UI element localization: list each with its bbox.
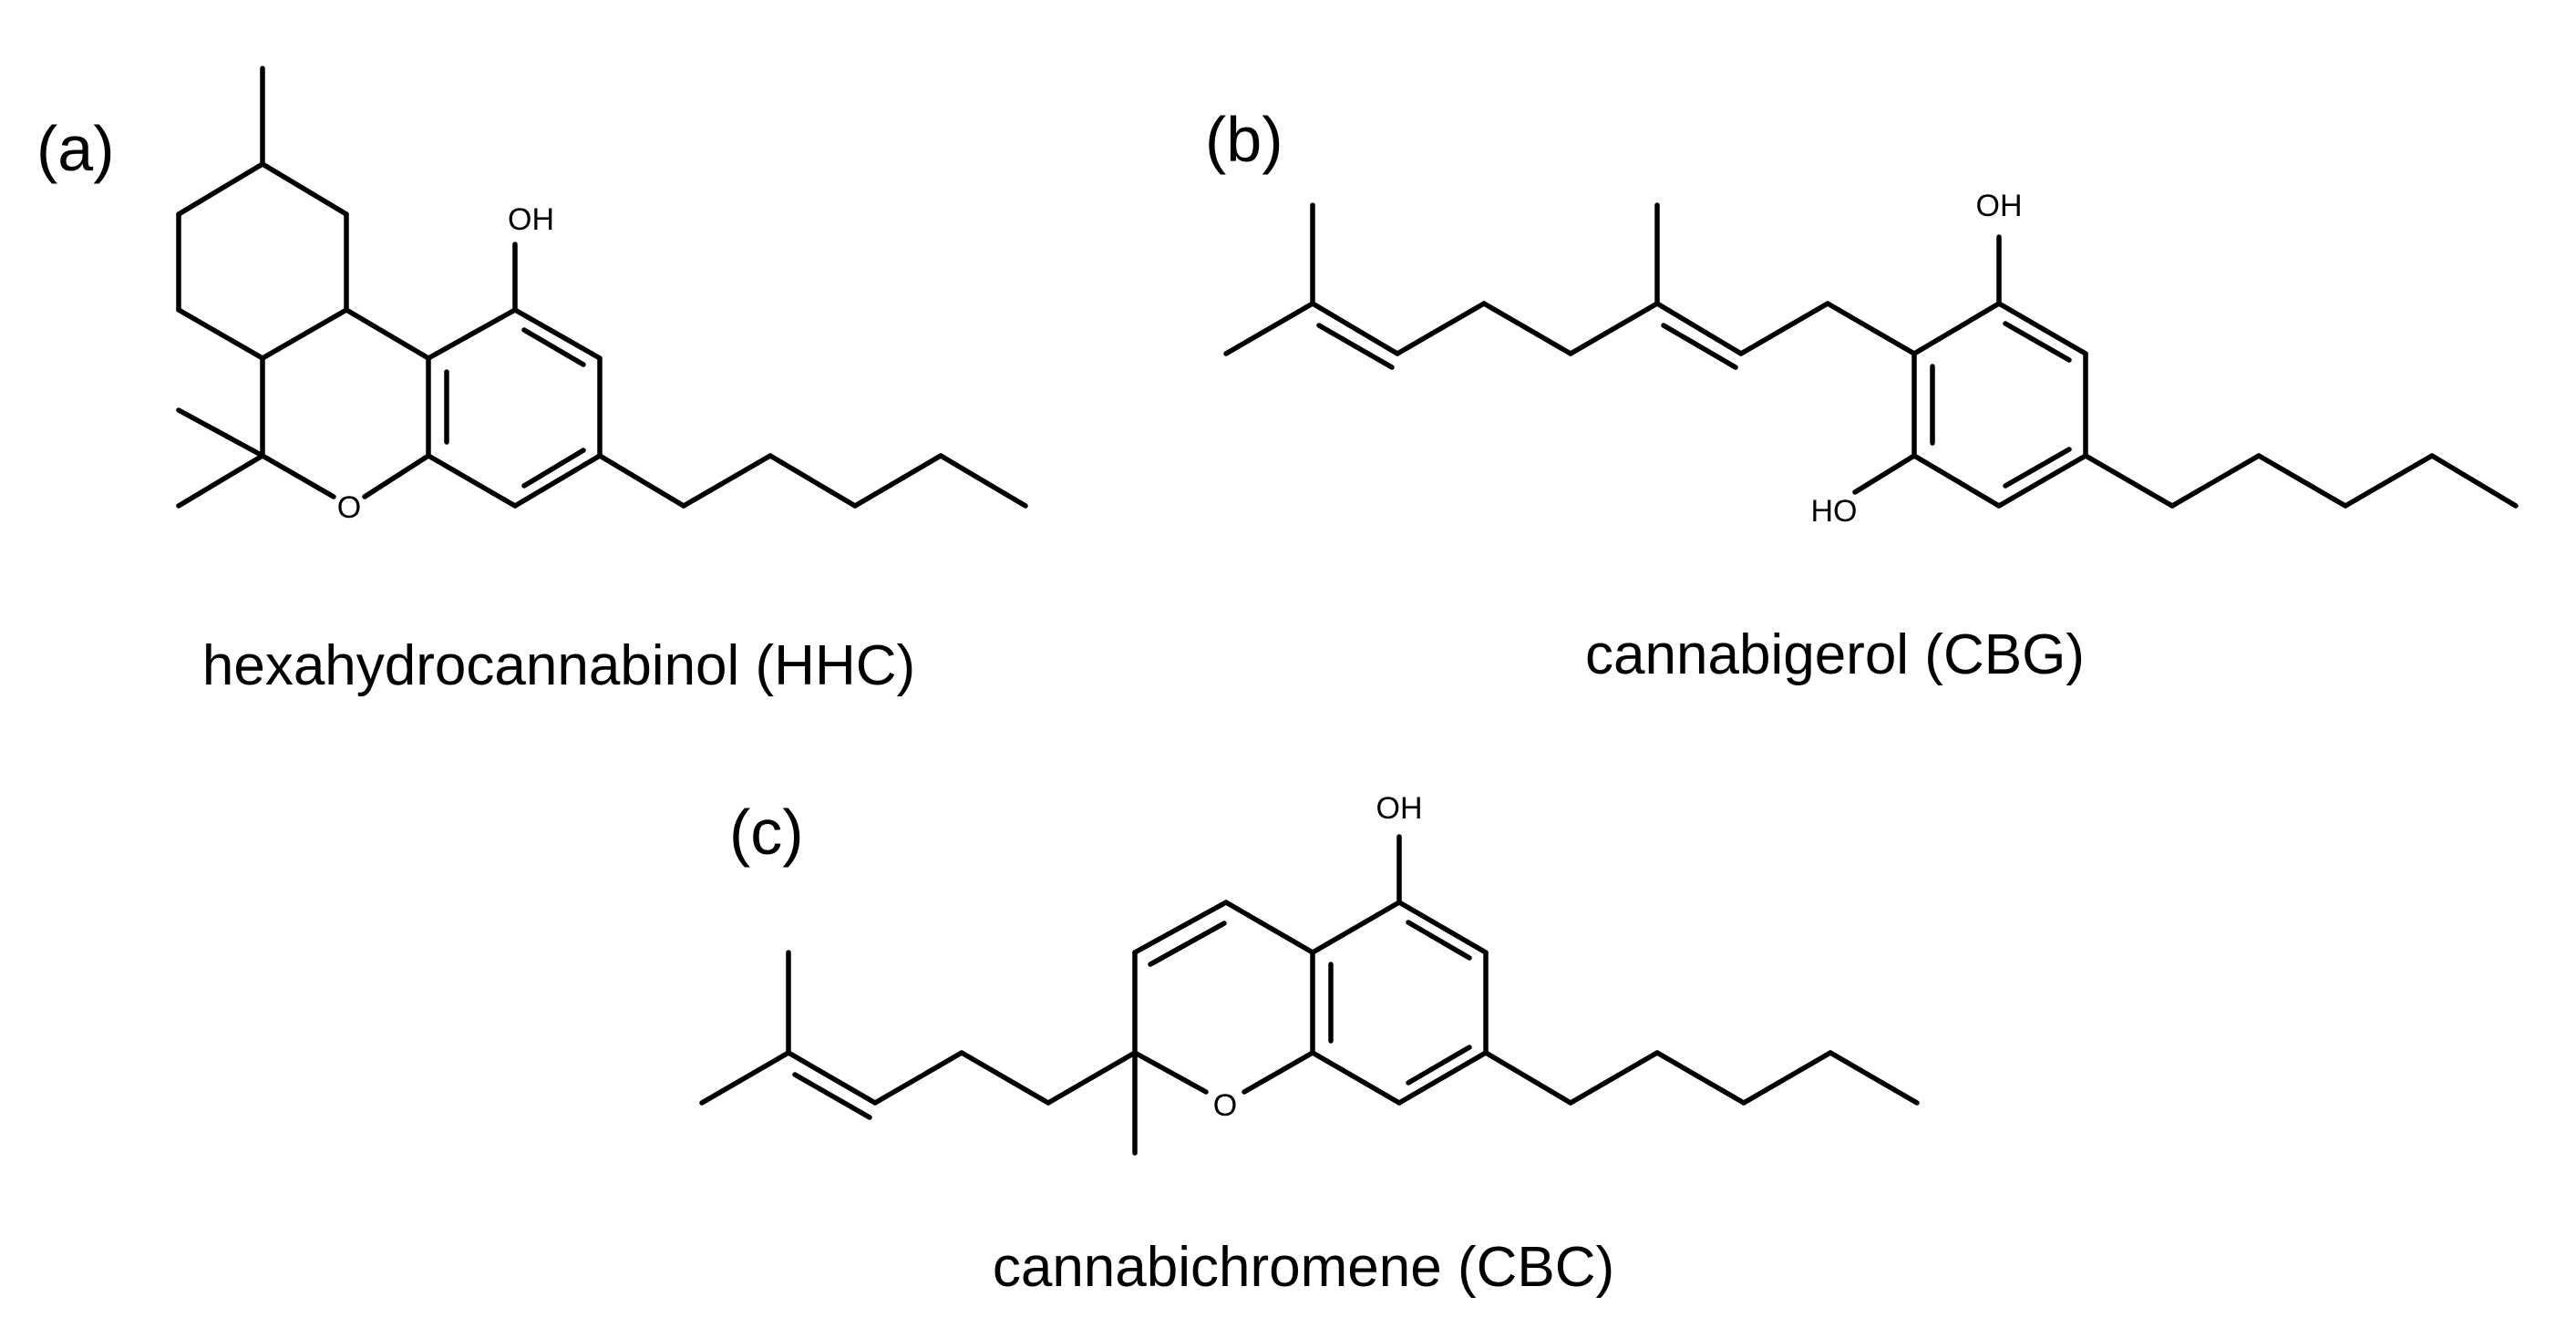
panel-label-c: (c): [729, 797, 804, 868]
cbg-hydroxyl-bottom-label: HO: [1811, 494, 1858, 529]
hhc-oxygen-label: O: [337, 490, 361, 525]
caption-cbc: cannabichromene (CBC): [992, 1236, 1615, 1299]
cbc-structure: OH O: [699, 791, 1920, 1156]
panel-label-a: (a): [36, 113, 115, 184]
hhc-hydroxyl-label: OH: [508, 202, 554, 237]
caption-hhc: hexahydrocannabinol (HHC): [201, 634, 916, 697]
cbc-hydroxyl-label: OH: [1376, 791, 1423, 826]
hhc-structure: OH O: [176, 66, 1028, 525]
panel-label-b: (b): [1205, 104, 1283, 175]
cbg-structure: OH HO: [1223, 189, 2519, 529]
caption-cbg: cannabigerol (CBG): [1585, 623, 2085, 686]
cbg-hydroxyl-top-label: OH: [1976, 189, 2023, 223]
cbc-oxygen-label: O: [1213, 1088, 1237, 1123]
